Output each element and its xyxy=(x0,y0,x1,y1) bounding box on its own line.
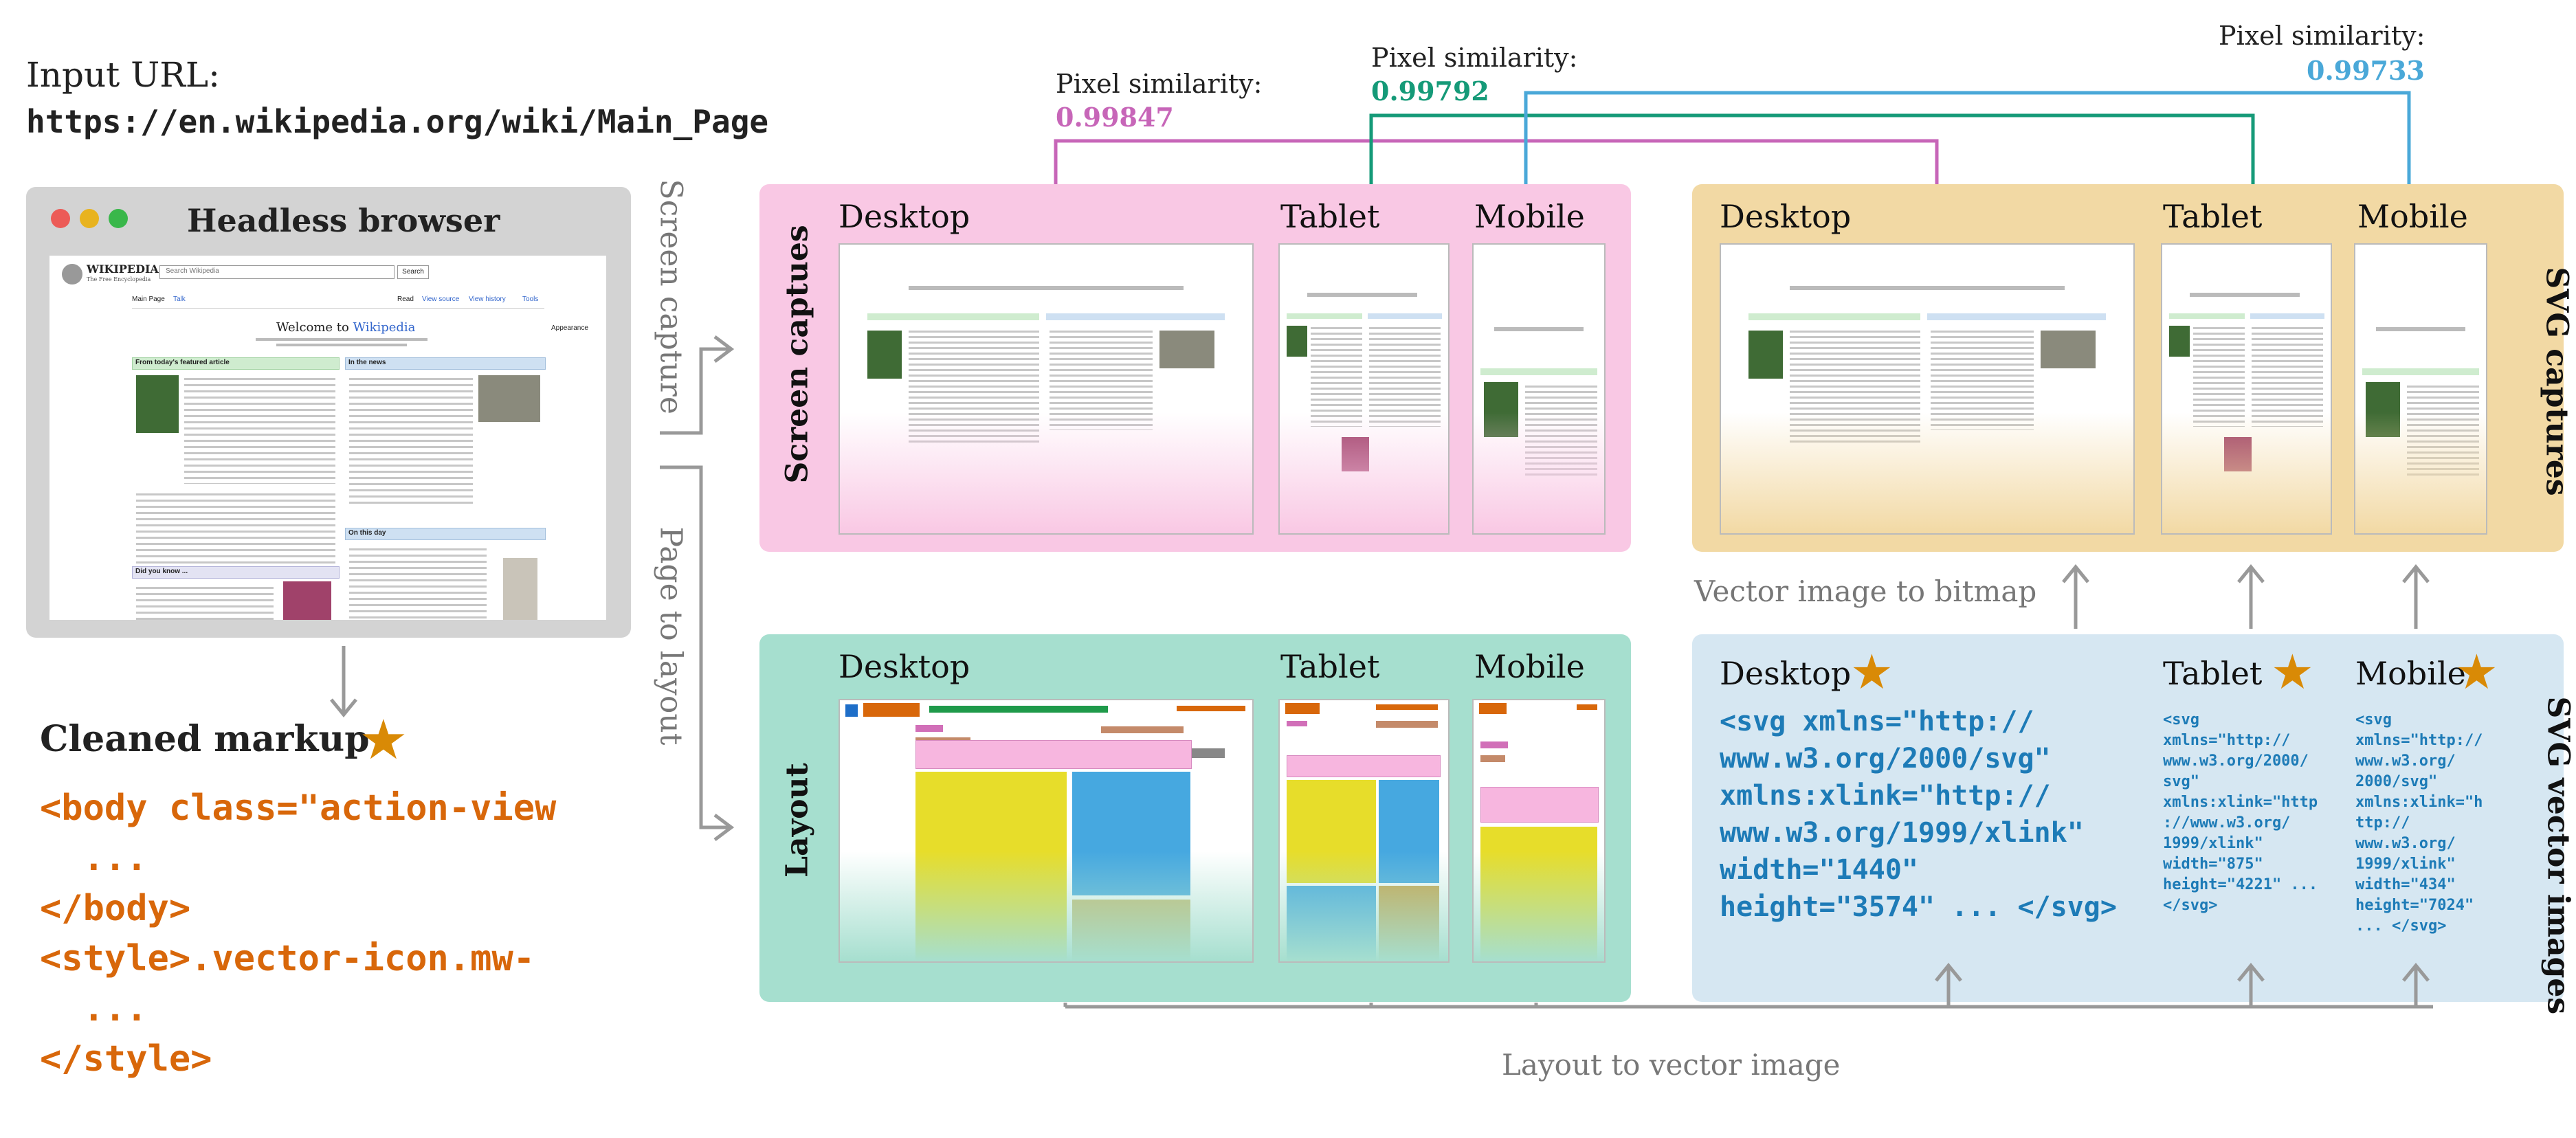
screen-desktop-label: Desktop xyxy=(839,198,970,235)
tab-main-page[interactable]: Main Page xyxy=(132,295,165,303)
minimize-dot-icon xyxy=(80,209,99,228)
input-url-label: Input URL: xyxy=(26,55,220,95)
layout-desktop-label: Desktop xyxy=(839,648,970,685)
cleaned-code-line-4: <style>.vector-icon.mw- xyxy=(40,938,535,979)
search-input[interactable]: Search Wikipedia xyxy=(159,265,395,279)
layout-to-vector-connector xyxy=(1063,963,2433,1009)
svgcap-desktop-label: Desktop xyxy=(1720,198,1852,235)
search-button[interactable]: Search xyxy=(397,265,429,279)
news-photo xyxy=(478,375,540,422)
svgvec-desktop-code: <svg xmlns="http://www.w3.org/2000/svg"x… xyxy=(1720,706,2117,923)
arrow-browser-to-markup xyxy=(330,646,357,717)
ireland-map-image xyxy=(136,375,179,433)
svgvec-mobile-label: Mobile xyxy=(2355,655,2466,692)
layout-to-vector-label: Layout to vector image xyxy=(1502,1048,1841,1082)
similarity-label-desktop: Pixel similarity: xyxy=(1056,69,1263,99)
portrait-image xyxy=(283,581,331,620)
cleaned-markup-title: Cleaned markup xyxy=(40,718,370,760)
star-icon: ★ xyxy=(1850,644,1894,700)
maximize-dot-icon xyxy=(109,209,128,228)
layout-panel: Layout Desktop Tablet Mobile xyxy=(759,634,1631,1002)
svg-captures-panel: SVG captures Desktop Tablet Mobile xyxy=(1692,184,2575,552)
similarity-connectors xyxy=(1054,91,2411,184)
cleaned-code-line-1: <body class="action-view xyxy=(40,788,557,829)
dyk-heading: Did you know ... xyxy=(132,566,340,579)
fork-arrows xyxy=(660,335,735,841)
screen-mobile-thumb xyxy=(1472,243,1606,535)
input-url: https://en.wikipedia.org/wiki/Main_Page xyxy=(26,103,769,140)
screen-captures-panel: Screen captues Desktop Tablet Mobile xyxy=(759,184,1631,552)
screen-tablet-thumb xyxy=(1278,243,1450,535)
wikipedia-page: WIKIPEDIA The Free Encyclopedia Search W… xyxy=(49,256,606,620)
screen-mobile-label: Mobile xyxy=(1474,198,1585,235)
similarity-value-mobile: 0.99733 xyxy=(2307,55,2425,86)
similarity-value-desktop: 0.99847 xyxy=(1056,102,1174,133)
tab-talk[interactable]: Talk xyxy=(173,295,186,303)
star-icon: ★ xyxy=(2455,644,2498,700)
similarity-value-tablet: 0.99792 xyxy=(1371,76,1489,107)
wiki-name: WIKIPEDIA xyxy=(87,263,159,276)
headless-browser-window: Headless browser WIKIPEDIA The Free Ency… xyxy=(26,187,631,638)
layout-title: Layout xyxy=(779,763,815,878)
svgcap-mobile-label: Mobile xyxy=(2357,198,2468,235)
featured-heading: From today's featured article xyxy=(132,357,340,370)
layout-tablet-label: Tablet xyxy=(1280,648,1380,685)
svgcap-tablet-label: Tablet xyxy=(2163,198,2263,235)
svgvec-desktop-label: Desktop xyxy=(1720,655,1852,692)
cleaned-code-line-5: ... xyxy=(40,988,148,1029)
svg-vector-panel: SVG vector images Desktop ★ Tablet ★ Mob… xyxy=(1692,634,2576,1014)
similarity-label-tablet: Pixel similarity: xyxy=(1371,43,1578,73)
cleaned-code-line-3: </body> xyxy=(40,888,191,929)
svgvec-tablet-label: Tablet xyxy=(2163,655,2263,692)
close-dot-icon xyxy=(51,209,70,228)
svg-captures-title: SVG captures xyxy=(2539,267,2575,496)
nav-view-source[interactable]: View source xyxy=(422,295,460,303)
screen-desktop-thumb xyxy=(839,243,1254,535)
tower-photo xyxy=(503,558,537,620)
star-icon: ★ xyxy=(2271,644,2314,700)
cleaned-code-line-6: </style> xyxy=(40,1038,212,1080)
news-heading: In the news xyxy=(345,357,546,370)
wikipedia-globe-icon xyxy=(62,264,82,284)
appearance-label: Appearance xyxy=(551,324,588,332)
nav-tools[interactable]: Tools xyxy=(522,295,539,303)
browser-title: Headless browser xyxy=(187,202,500,239)
layout-mobile-thumb xyxy=(1472,699,1606,963)
screen-captures-title: Screen captues xyxy=(779,225,815,484)
up-arrows-to-svg-captures xyxy=(2062,564,2430,629)
star-icon: ★ xyxy=(359,708,408,772)
welcome-heading: Welcome to Wikipedia xyxy=(276,320,416,335)
layout-tablet-thumb xyxy=(1278,699,1450,963)
svgcap-desktop-thumb xyxy=(1720,243,2135,535)
vector-to-bitmap-label: Vector image to bitmap xyxy=(1694,574,2037,608)
screen-tablet-label: Tablet xyxy=(1280,198,1380,235)
layout-desktop-thumb xyxy=(839,699,1254,963)
layout-mobile-label: Mobile xyxy=(1474,648,1585,685)
otd-heading: On this day xyxy=(345,528,546,540)
nav-read[interactable]: Read xyxy=(397,295,414,303)
svgcap-tablet-thumb xyxy=(2161,243,2332,535)
similarity-label-mobile: Pixel similarity: xyxy=(2219,21,2425,51)
wiki-tagline: The Free Encyclopedia xyxy=(87,276,151,282)
nav-view-history[interactable]: View history xyxy=(469,295,506,303)
cleaned-code-line-2: ... xyxy=(40,838,148,879)
svg-vector-title: SVG vector images xyxy=(2540,696,2576,1015)
svgcap-mobile-thumb xyxy=(2354,243,2487,535)
